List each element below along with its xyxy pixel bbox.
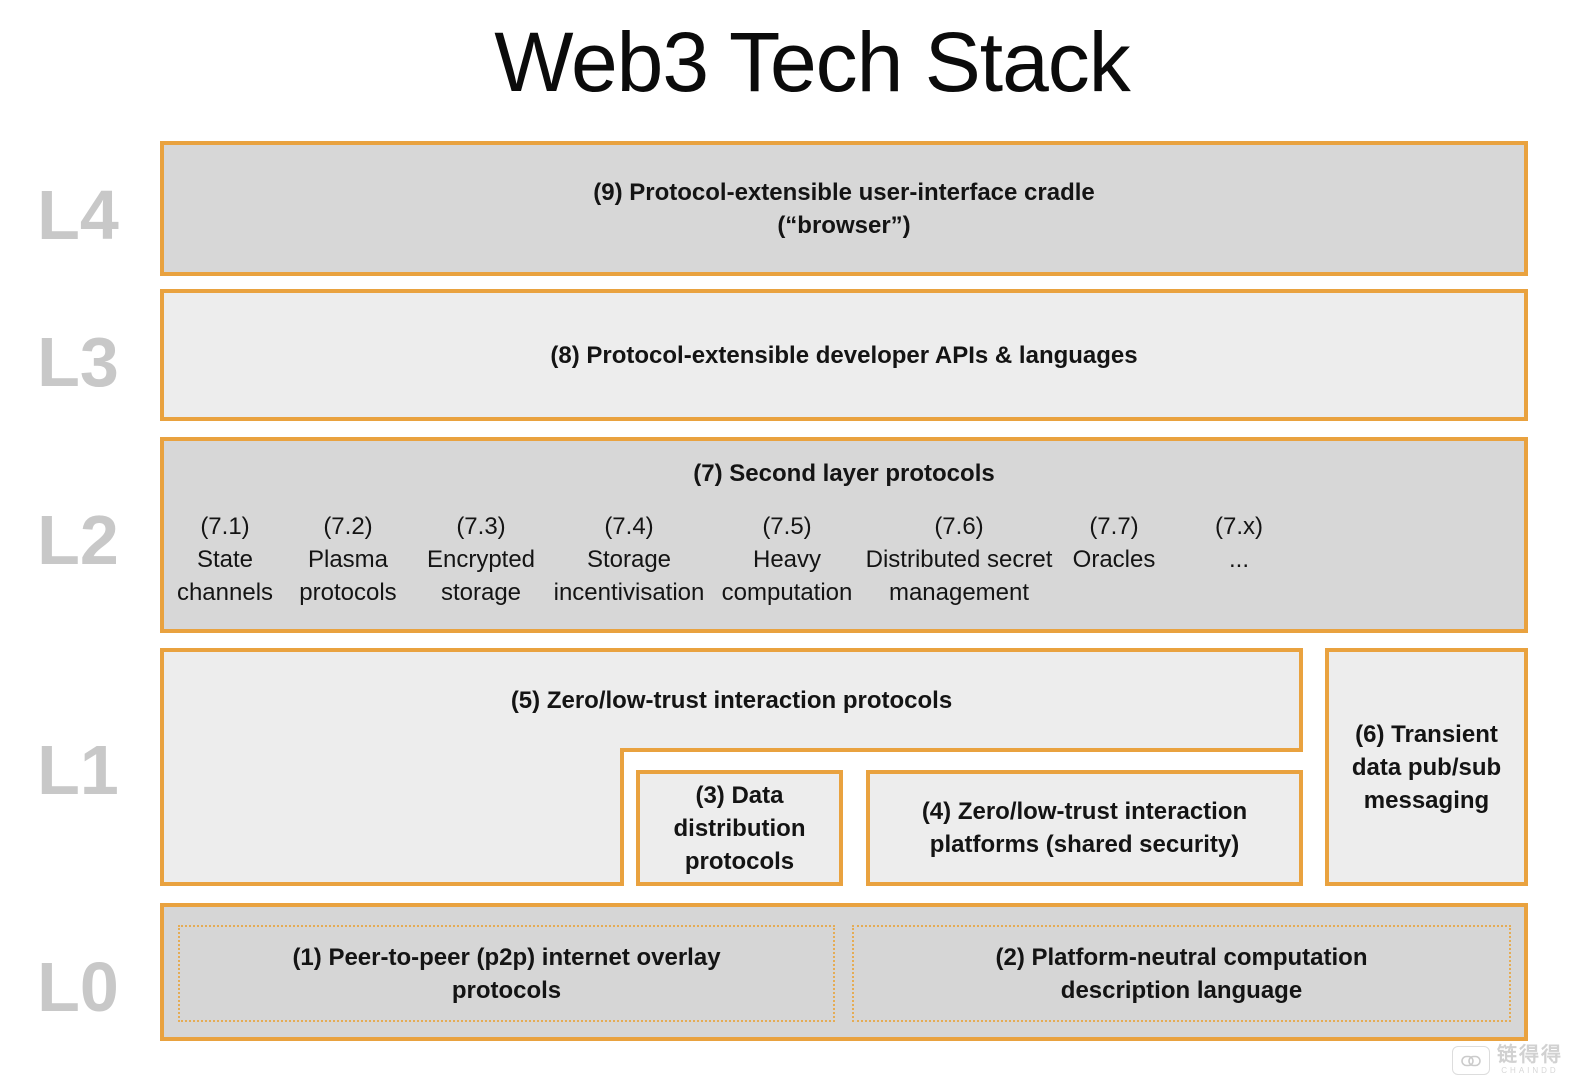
box-3-data-distribution: (3) Data distribution protocols: [636, 770, 843, 886]
protocol-number: (7.x): [1215, 513, 1263, 540]
protocol-name: Distributed secret management: [865, 546, 1053, 606]
layer-label-l4: L4: [37, 176, 119, 254]
protocol-name: Storage incentivisation: [553, 546, 705, 606]
chaindd-watermark: 链得得 CHAINDD: [1452, 1045, 1563, 1076]
protocol-7-2: (7.2) Plasma protocols: [288, 510, 408, 609]
protocol-number: (7.2): [323, 513, 373, 540]
protocol-number: (7.7): [1089, 513, 1139, 540]
box-6-label: (6) Transient data pub/sub messaging: [1351, 720, 1502, 814]
protocol-7-6: (7.6) Distributed secret management: [850, 510, 1068, 609]
layer-label-l0: L0: [37, 948, 119, 1026]
protocol-name: ...: [1228, 546, 1249, 573]
watermark-text: 链得得 CHAINDD: [1497, 1045, 1563, 1076]
box-4-label: (4) Zero/low-trust interaction platforms…: [921, 798, 1248, 858]
chain-link-icon: [1452, 1046, 1490, 1075]
watermark-cn: 链得得: [1497, 1044, 1563, 1066]
box-1-label: (1) Peer-to-peer (p2p) internet overlay …: [292, 943, 721, 1004]
box-7-second-layer-protocols: (7) Second layer protocols (7.1) State c…: [160, 437, 1528, 633]
box-2-label: (2) Platform-neutral computation descrip…: [995, 943, 1368, 1004]
protocol-7-3: (7.3) Encrypted storage: [414, 510, 548, 609]
box-9-label: (9) Protocol-extensible user-interface c…: [593, 178, 1095, 239]
protocol-name: Plasma protocols: [299, 546, 397, 606]
watermark-en: CHAINDD: [1501, 1066, 1559, 1075]
box-5-label: (5) Zero/low-trust interaction protocols: [510, 686, 953, 714]
second-layer-protocol-list: (7.1) State channels (7.2) Plasma protoc…: [164, 510, 1524, 622]
page-title: Web3 Tech Stack: [494, 15, 1131, 109]
protocol-name: Heavy computation: [721, 546, 853, 606]
protocol-number: (7.4): [604, 513, 654, 540]
protocol-7-7: (7.7) Oracles: [1060, 510, 1168, 576]
box-8-developer-apis: (8) Protocol-extensible developer APIs &…: [160, 289, 1528, 421]
box-3-label: (3) Data distribution protocols: [673, 781, 806, 875]
protocol-7-1: (7.1) State channels: [165, 510, 285, 609]
layer-0-container: (1) Peer-to-peer (p2p) internet overlay …: [160, 903, 1528, 1041]
box-8-label: (8) Protocol-extensible developer APIs &…: [550, 341, 1138, 369]
protocol-7-x: (7.x) ...: [1207, 510, 1271, 576]
box-2-computation-language: (2) Platform-neutral computation descrip…: [852, 925, 1511, 1022]
layer-label-l2: L2: [37, 501, 119, 579]
box-4-interaction-platforms: (4) Zero/low-trust interaction platforms…: [866, 770, 1303, 886]
protocol-number: (7.6): [934, 513, 984, 540]
layer-label-l3: L3: [37, 323, 119, 401]
layer-label-l1: L1: [37, 731, 119, 809]
protocol-number: (7.3): [456, 513, 506, 540]
protocol-name: State channels: [176, 546, 274, 606]
protocol-name: Encrypted storage: [426, 546, 536, 606]
protocol-name: Oracles: [1072, 546, 1156, 573]
box-6-pubsub-messaging: (6) Transient data pub/sub messaging: [1325, 648, 1528, 886]
box-1-p2p-overlay: (1) Peer-to-peer (p2p) internet overlay …: [178, 925, 835, 1022]
protocol-number: (7.5): [762, 513, 812, 540]
protocol-number: (7.1): [200, 513, 250, 540]
protocol-7-5: (7.5) Heavy computation: [709, 510, 865, 609]
box-9-ui-cradle: (9) Protocol-extensible user-interface c…: [160, 141, 1528, 276]
protocol-7-4: (7.4) Storage incentivisation: [540, 510, 718, 609]
box-7-header: (7) Second layer protocols: [693, 460, 995, 487]
